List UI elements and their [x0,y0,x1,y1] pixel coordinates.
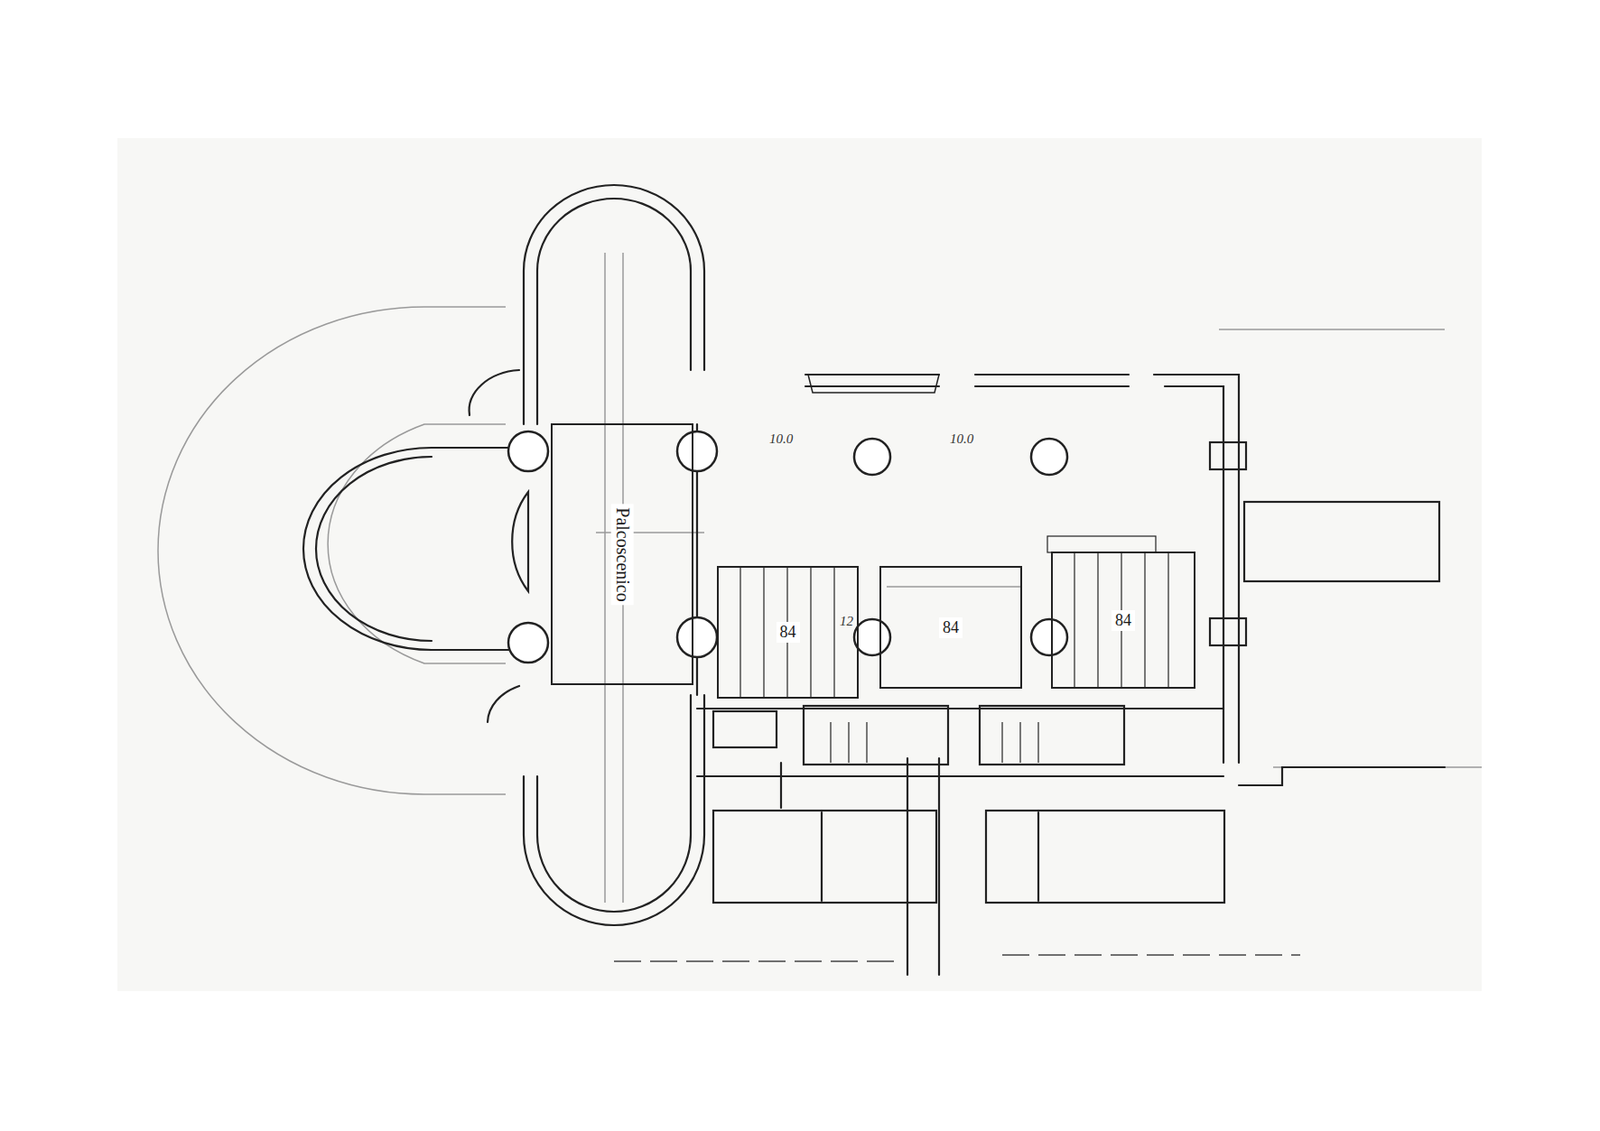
annex [1244,502,1440,582]
apse [303,447,432,651]
forecourt-arc [158,306,506,795]
site-line [613,955,1301,962]
nave-wall [805,374,1239,763]
dimension-label: 10.0 [948,431,976,447]
tower-bottom [523,695,705,926]
walls [303,185,1445,976]
seat-count: 84 [939,617,963,639]
stair-half [511,492,529,592]
columns [508,431,1068,663]
seating-block: 84 [879,566,1023,689]
dimension-note: 12 [837,613,856,630]
dimension-label: 10.0 [767,431,795,447]
seating-block: 84 [1051,551,1196,689]
seating-block: 84 [716,566,859,699]
hatching [740,536,1169,763]
seat-count: 84 [1111,610,1135,632]
room [986,810,1225,903]
room [713,810,937,903]
room-name: Palcoscenico [611,503,634,605]
seat-count: 84 [776,622,800,643]
pencil-lines [158,252,1482,903]
tower-top [523,185,705,425]
inner-arc [327,424,506,664]
stage-box: Palcoscenico [550,423,694,686]
paper [117,138,1482,992]
